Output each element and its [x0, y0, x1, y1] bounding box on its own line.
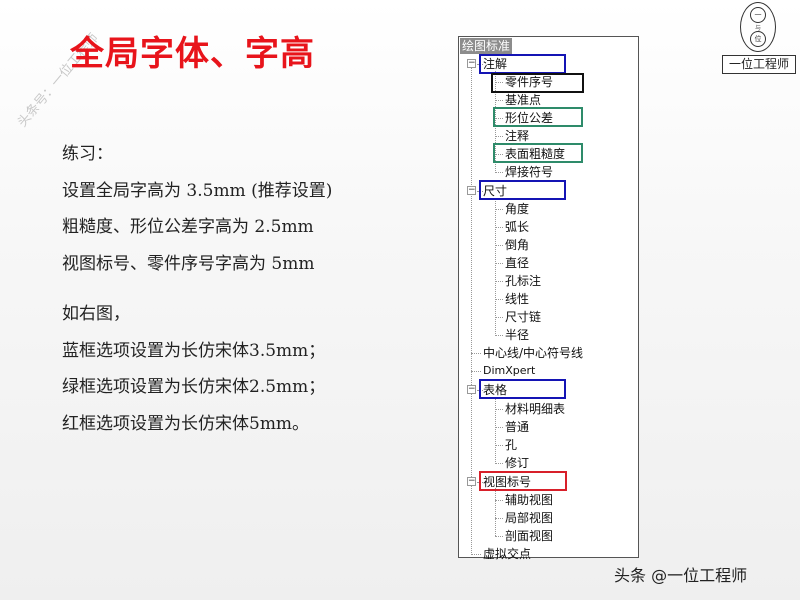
tree-connector [495, 317, 503, 318]
tree-connector [495, 299, 503, 300]
tree-item-radius[interactable]: 半径 [505, 328, 530, 342]
exercise-text: 练习： 设置全局字高为 3.5mm (推荐设置) 粗糙度、形位公差字高为 2.5… [62, 136, 442, 442]
tree-connector [495, 409, 503, 410]
green-highlight-box [493, 143, 583, 163]
tree-item-chamfer[interactable]: 倒角 [505, 238, 530, 252]
exercise-line: 设置全局字高为 3.5mm (推荐设置) [62, 180, 333, 201]
tree-connector [495, 71, 496, 173]
tree-connector [495, 118, 503, 119]
tree-item-tables[interactable]: 表格 [483, 383, 508, 397]
tree-connector [495, 488, 496, 536]
tree-item-centerline[interactable]: 中心线/中心符号线 [483, 346, 584, 360]
tree-connector [495, 245, 503, 246]
tree-item-gtol[interactable]: 形位公差 [505, 111, 554, 125]
tree-connector [495, 427, 503, 428]
tree-item-linear[interactable]: 线性 [505, 292, 530, 306]
tree-item-revision[interactable]: 修订 [505, 456, 530, 470]
tree-root[interactable]: 绘图标准 [460, 38, 513, 54]
tree-item-virtual-sharp[interactable]: 虚拟交点 [483, 547, 532, 561]
instruction-line-blue: 蓝框选项设置为长仿宋体3.5mm； [62, 340, 326, 361]
tree-item-hole[interactable]: 孔 [505, 438, 518, 452]
spacer [62, 282, 442, 296]
tree-connector [495, 398, 496, 464]
instruction-heading: 如右图， [62, 304, 130, 324]
logo-circle-icon: 一 与 位 [740, 2, 776, 52]
tree-item-dimxpert[interactable]: DimXpert [483, 364, 536, 377]
page-title: 全局字体、字高 [70, 34, 315, 74]
tree-connector [495, 263, 503, 264]
tree-connector [471, 353, 481, 354]
tree-connector [495, 445, 503, 446]
collapse-icon[interactable]: − [467, 384, 476, 394]
exercise-line: 视图标号、零件序号字高为 5mm [62, 253, 315, 274]
drafting-standard-tree[interactable]: 绘图标准 − 注解 零件序号 基准点 形位公差 注释 表面粗糙度 焊接符号 − … [458, 36, 639, 561]
tree-item-hole-callout[interactable]: 孔标注 [505, 274, 542, 288]
tree-item-diameter[interactable]: 直径 [505, 256, 530, 270]
tree-connector [495, 281, 503, 282]
tree-connector [495, 227, 503, 228]
tree-item-weld-symbol[interactable]: 焊接符号 [505, 165, 554, 179]
blue-highlight-box [479, 180, 566, 200]
tree-item-auxiliary-view[interactable]: 辅助视图 [505, 493, 554, 507]
tree-item-balloon[interactable]: 零件序号 [505, 75, 554, 89]
tree-connector [495, 198, 496, 336]
tree-item-annotation[interactable]: 注解 [483, 57, 508, 71]
tree-item-surface-finish[interactable]: 表面粗糙度 [505, 147, 566, 161]
tree-item-datum[interactable]: 基准点 [505, 93, 542, 107]
logo-top-glyph: 一 [750, 7, 766, 23]
black-highlight-box [491, 73, 584, 93]
tree-connector [495, 82, 503, 83]
tree-item-note[interactable]: 注释 [505, 129, 530, 143]
instruction-line-red: 红框选项设置为长仿宋体5mm。 [62, 413, 310, 434]
logo-middle-glyph: 与 [755, 25, 762, 32]
tree-item-arc-length[interactable]: 弧长 [505, 220, 530, 234]
footer-credit: 头条 @一位工程师 [614, 566, 748, 585]
blue-highlight-box [479, 379, 566, 399]
green-highlight-box [493, 107, 583, 127]
tree-connector [495, 518, 503, 519]
tree-connector [495, 536, 503, 537]
blue-highlight-box [479, 54, 566, 74]
tree-item-general[interactable]: 普通 [505, 420, 530, 434]
tree-connector [495, 154, 503, 155]
exercise-heading: 练习： [62, 144, 113, 164]
tree-item-section-view[interactable]: 剖面视图 [505, 529, 554, 543]
tree-connector [495, 100, 503, 101]
tree-connector [471, 371, 481, 372]
tree-item-angle[interactable]: 角度 [505, 202, 530, 216]
tree-item-ordinate[interactable]: 尺寸链 [505, 310, 542, 324]
tree-connector [495, 209, 503, 210]
tree-connector [495, 335, 503, 336]
tree-connector [471, 554, 481, 555]
collapse-icon[interactable]: − [467, 476, 476, 486]
red-highlight-box [479, 471, 567, 491]
tree-item-view-label[interactable]: 视图标号 [483, 475, 532, 489]
tree-connector [495, 136, 503, 137]
exercise-line: 粗糙度、形位公差字高为 2.5mm [62, 217, 314, 237]
tree-connector [495, 500, 503, 501]
tree-item-bom[interactable]: 材料明细表 [505, 402, 566, 416]
collapse-icon[interactable]: − [467, 58, 476, 68]
logo: 一 与 位 一位工程师 [720, 2, 796, 76]
logo-label: 一位工程师 [722, 55, 796, 74]
instruction-line-green: 绿框选项设置为长仿宋体2.5mm； [62, 377, 326, 397]
tree-connector [495, 172, 503, 173]
logo-bottom-glyph: 位 [750, 31, 766, 47]
tree-connector [471, 67, 472, 555]
tree-connector [495, 463, 503, 464]
tree-item-detail-view[interactable]: 局部视图 [505, 511, 554, 525]
tree-item-dimension[interactable]: 尺寸 [483, 184, 508, 198]
collapse-icon[interactable]: − [467, 185, 476, 195]
